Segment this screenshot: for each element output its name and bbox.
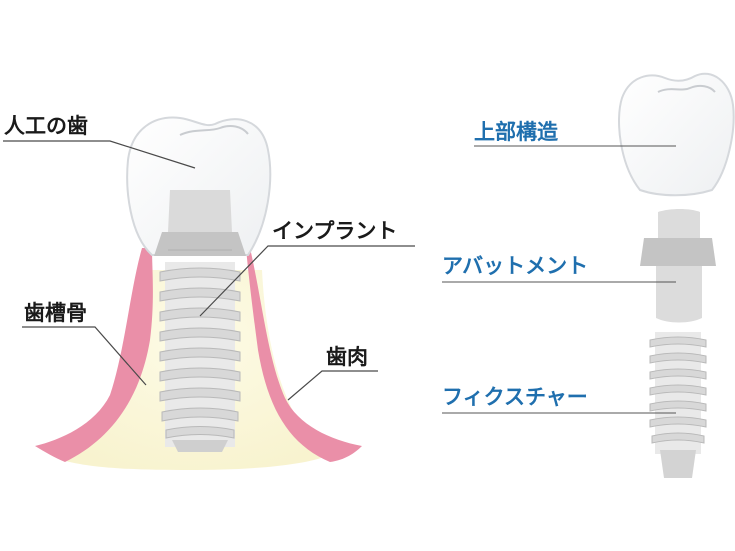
fixture-screw-right — [649, 332, 707, 478]
crown-left-groove — [179, 125, 249, 136]
label-fixture: フィクスチャー — [442, 385, 588, 409]
fixture-screw-left — [159, 262, 241, 452]
gum-right — [246, 248, 362, 462]
label-abutment: アバットメント — [442, 254, 589, 278]
abutment-collar-right — [640, 238, 716, 266]
label-superstructure: 上部構造 — [474, 120, 558, 144]
abutment-top — [658, 209, 700, 238]
superstructure-groove — [657, 84, 716, 93]
abutment-stem — [656, 266, 702, 323]
leader-gum — [287, 370, 378, 401]
abutment-post-left — [168, 190, 232, 232]
leader-implant — [199, 245, 415, 317]
abutment-collar-left — [154, 232, 246, 256]
leader-alveolar-bone — [22, 326, 147, 386]
label-implant: インプラント — [272, 219, 398, 243]
gum-left — [35, 248, 153, 462]
label-alveolar-bone: 歯槽骨 — [24, 301, 87, 325]
leader-artificial-tooth — [3, 140, 196, 169]
label-artificial-tooth: 人工の歯 — [4, 114, 88, 138]
label-gum: 歯肉 — [326, 345, 368, 369]
superstructure-crown — [618, 72, 735, 197]
crown-left — [126, 116, 272, 256]
